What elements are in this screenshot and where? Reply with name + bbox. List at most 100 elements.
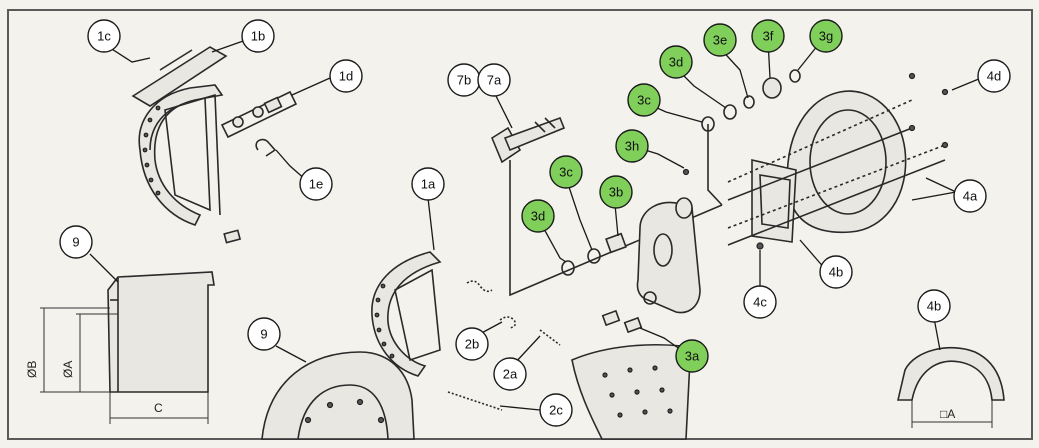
shield-profile-detail: □A — [896, 346, 1005, 428]
svg-text:3e: 3e — [713, 33, 727, 48]
bracket-window — [653, 233, 673, 267]
callout-3g: 3g — [809, 19, 843, 53]
spring-2a — [539, 329, 561, 346]
drum-bolt — [377, 416, 385, 424]
grease-nipple-3h — [682, 168, 690, 176]
spring-2c — [447, 391, 503, 411]
svg-text:7a: 7a — [487, 73, 502, 88]
bushing-3b — [605, 232, 627, 254]
callout-3h: 3h — [615, 129, 649, 163]
shoe-rib — [164, 96, 211, 212]
bushing-3a — [623, 316, 643, 334]
svg-text:3a: 3a — [685, 349, 700, 364]
shield-plate-cutout — [759, 174, 791, 229]
diagram-frame — [7, 9, 1033, 440]
svg-text:4c: 4c — [753, 295, 767, 310]
bracket-hole — [643, 291, 657, 305]
callout-2b: 2b — [455, 327, 489, 361]
svg-text:7b: 7b — [457, 73, 471, 88]
callout-1a: 1a — [411, 167, 445, 201]
callout-3d-mid: 3d — [521, 199, 555, 233]
drum-cross-section: ØB ØA C — [25, 271, 215, 424]
cam-head — [491, 126, 522, 164]
anchor-pin — [223, 229, 242, 244]
upper-brake-shoe-assembly — [131, 46, 298, 244]
leader-1a — [427, 197, 435, 251]
callout-1e: 1e — [299, 167, 333, 201]
drum-bolt — [356, 398, 364, 406]
callout-4c: 4c — [743, 285, 777, 319]
svg-text:3d: 3d — [669, 55, 683, 70]
lining-rivets — [142, 105, 161, 196]
roller-a — [232, 116, 244, 128]
profile-section — [896, 346, 1005, 401]
roller-b — [252, 106, 264, 118]
callout-4a: 4a — [953, 179, 987, 213]
lining-plate-1b — [131, 46, 228, 107]
roller-c — [263, 96, 283, 114]
leader-9-bottom — [275, 345, 307, 363]
anchor-bracket — [561, 69, 801, 334]
callouts: 1c 1b 1d 1e 9 1a 9 2b 2a 2c 7b 7a 3e 3f … — [59, 19, 1011, 427]
callout-2c: 2c — [539, 393, 573, 427]
drum-hub — [297, 384, 389, 440]
svg-text:4b: 4b — [927, 299, 941, 314]
svg-text:3c: 3c — [637, 93, 651, 108]
lower-brake-shoe — [371, 251, 442, 377]
callout-4d: 4d — [977, 59, 1011, 93]
callout-4b-mid: 4b — [819, 255, 853, 289]
svg-text:3f: 3f — [763, 29, 774, 44]
shoe-1a-rivets — [374, 283, 395, 359]
leader-2c — [499, 405, 541, 411]
brake-shoe-1a — [371, 251, 442, 377]
lining-slot — [159, 49, 193, 71]
bracket-axis-line — [707, 124, 723, 206]
shield-bolts — [727, 72, 949, 250]
callout-9-bottom: 9 — [247, 317, 281, 351]
svg-text:3h: 3h — [625, 139, 639, 154]
callout-9-top: 9 — [59, 225, 93, 259]
springs — [447, 280, 561, 411]
retaining-clip-1e — [255, 138, 277, 157]
bracket-boss — [675, 197, 693, 219]
callout-1b: 1b — [241, 19, 275, 53]
svg-text:2a: 2a — [503, 367, 518, 382]
svg-text:3d: 3d — [531, 209, 545, 224]
brake-lining-segment — [571, 343, 691, 440]
callout-2a: 2a — [493, 357, 527, 391]
ring-3e — [743, 95, 755, 109]
callout-1d: 1d — [329, 59, 363, 93]
dim-label-square-a: □A — [940, 407, 955, 421]
lining-pad-holes — [602, 365, 673, 418]
leader-9-top — [89, 253, 119, 283]
callout-3f: 3f — [751, 19, 785, 53]
leader-1c — [103, 43, 151, 63]
drum-bolt — [304, 416, 312, 424]
bracket-body — [636, 201, 701, 314]
dim-label-b: ØB — [25, 361, 39, 378]
callout-4b-corner: 4b — [917, 289, 951, 323]
callout-3a: 3a — [675, 339, 709, 373]
dust-shield-assembly — [727, 72, 949, 250]
svg-text:3c: 3c — [559, 165, 573, 180]
leader-1e — [275, 149, 307, 181]
leader-3d-mid — [537, 217, 567, 263]
callout-3c-top: 3c — [627, 83, 661, 117]
leader-2a — [513, 335, 541, 365]
svg-text:9: 9 — [72, 235, 79, 250]
leader-4a — [911, 177, 957, 201]
svg-text:1b: 1b — [251, 29, 265, 44]
leader-1d — [291, 77, 331, 96]
spring-upper — [466, 280, 493, 293]
svg-text:9: 9 — [260, 327, 267, 342]
svg-text:1c: 1c — [97, 29, 111, 44]
shield-plate-4b — [751, 158, 797, 243]
svg-text:1d: 1d — [339, 69, 353, 84]
washer-3d-mid — [561, 260, 575, 276]
cam-splines — [534, 117, 556, 133]
callout-3e: 3e — [703, 23, 737, 57]
callout-7b: 7b — [447, 63, 481, 97]
svg-text:2c: 2c — [549, 403, 563, 418]
leader-3a — [639, 327, 685, 353]
